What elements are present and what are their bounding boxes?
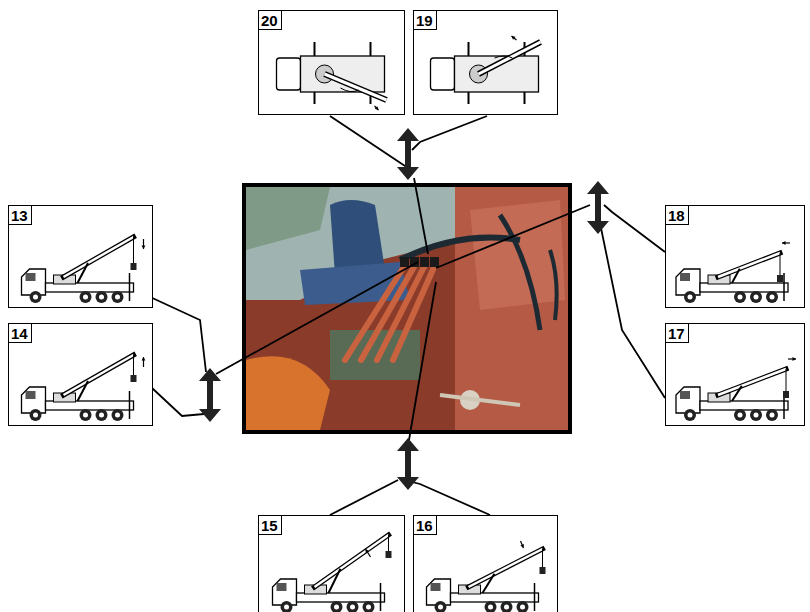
callout-number: 14	[9, 324, 32, 343]
leader-line	[412, 116, 487, 150]
crane-picture	[8, 323, 153, 426]
double-arrow	[397, 438, 419, 490]
function-panel: 13	[8, 205, 153, 308]
crane-picture	[258, 515, 405, 612]
callout-number: 20	[259, 11, 282, 30]
callout-number: 17	[666, 324, 689, 343]
function-panel: 17	[665, 323, 805, 426]
double-arrow	[199, 368, 221, 422]
leader-line	[330, 480, 398, 515]
leader-line	[409, 282, 436, 440]
crane-picture	[8, 205, 153, 308]
leader-line	[152, 388, 204, 416]
leader-line	[601, 228, 665, 398]
leader-line	[412, 482, 490, 515]
function-panel: 15	[258, 515, 405, 612]
leader-line	[414, 178, 428, 254]
double-arrow	[397, 128, 419, 180]
callout-number: 13	[9, 206, 32, 225]
leader-line	[604, 205, 665, 252]
function-panel: 19	[413, 10, 558, 115]
function-panel: 14	[8, 323, 153, 426]
crane-picture	[413, 10, 558, 115]
leader-line	[330, 116, 408, 168]
crane-picture	[413, 515, 558, 612]
double-arrow	[587, 181, 609, 234]
control-photo	[244, 185, 570, 432]
callout-number: 19	[414, 11, 437, 30]
crane-picture	[665, 205, 805, 308]
callout-number: 18	[666, 206, 689, 225]
function-panel: 20	[258, 10, 405, 115]
function-panel: 16	[413, 515, 558, 612]
leader-line	[216, 262, 418, 374]
callout-number: 16	[414, 516, 437, 535]
crane-picture	[665, 323, 805, 426]
leader-line	[148, 296, 206, 372]
callout-number: 15	[259, 516, 282, 535]
function-panel: 18	[665, 205, 805, 308]
crane-picture	[258, 10, 405, 115]
leader-line	[436, 205, 590, 268]
leader-lines	[148, 116, 665, 515]
